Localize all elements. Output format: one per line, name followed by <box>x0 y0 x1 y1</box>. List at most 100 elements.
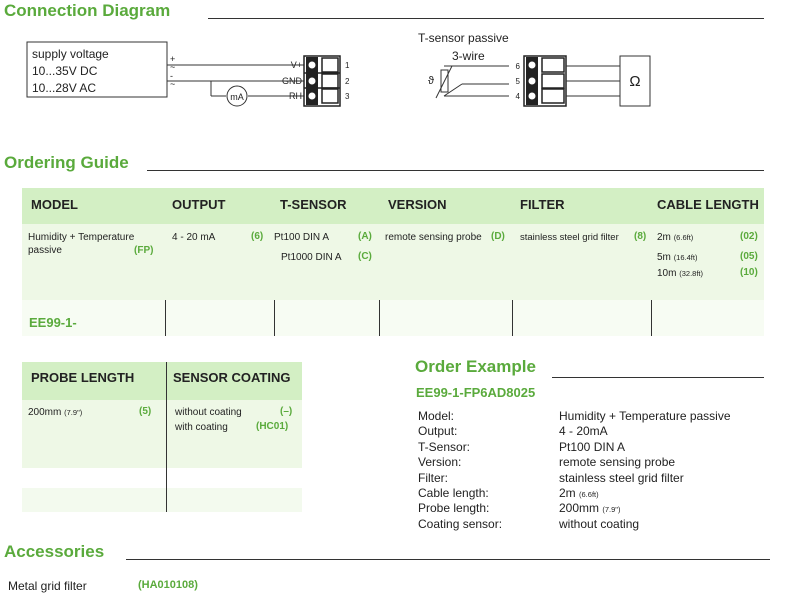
example-value: Pt100 DIN A <box>559 440 626 454</box>
ammeter-icon <box>226 85 248 107</box>
terminal-number: 1 <box>345 61 350 70</box>
tilde-sign: ~ <box>170 79 175 89</box>
ordering-code-band <box>22 300 764 336</box>
terminal-label: RH <box>289 91 302 101</box>
tsensor-code: (C) <box>358 251 372 262</box>
col-model: MODEL <box>31 197 78 212</box>
ordering-body-band <box>22 224 764 300</box>
cable-option: 10m (32.8ft) <box>657 268 703 279</box>
code-divider <box>165 300 166 336</box>
col-sensor-coating: SENSOR COATING <box>173 370 291 385</box>
connection-diagram: supply voltage 10...35V DC 10...28V AC +… <box>26 31 651 107</box>
title-rule <box>552 377 764 378</box>
probe-divider <box>166 362 167 512</box>
tsensor-option: Pt100 DIN A <box>274 232 330 243</box>
theta-symbol: ϑ <box>428 75 434 87</box>
accessory-item: Metal grid filter <box>8 579 87 593</box>
terminal-block-right <box>523 55 567 107</box>
code-divider <box>651 300 652 336</box>
terminal-number: 4 <box>516 92 521 101</box>
probe-header-band <box>22 362 302 400</box>
example-value: without coating <box>559 517 640 531</box>
accessories-title: Accessories <box>4 542 105 561</box>
code-divider <box>379 300 380 336</box>
col-cable: CABLE LENGTH <box>657 197 759 212</box>
minus-sign: - <box>170 71 173 81</box>
cable-code: (10) <box>740 267 758 278</box>
ordering-header-band <box>22 188 764 224</box>
coating-option: without coating <box>175 407 242 418</box>
cable-option: 2m (6.6ft) <box>657 232 694 243</box>
example-label: Output: <box>418 424 458 438</box>
col-version: VERSION <box>388 197 447 212</box>
version-value: remote sensing probe <box>385 232 482 243</box>
coating-code: (HC01) <box>256 421 289 432</box>
ordering-guide-title: Ordering Guide <box>4 153 129 172</box>
title-rule <box>126 559 770 560</box>
example-label: Version: <box>418 455 462 469</box>
example-label: Cable length: <box>418 486 489 500</box>
supply-line: supply voltage <box>32 47 109 61</box>
example-label: T-Sensor: <box>418 440 471 454</box>
terminal-number: 2 <box>345 77 350 86</box>
ohmmeter-box <box>619 55 651 107</box>
tsensor-title: T-sensor passive <box>418 31 509 45</box>
probe-length-code: (5) <box>139 406 152 417</box>
cable-code: (05) <box>740 251 758 262</box>
output-value: 4 - 20 mA <box>172 232 216 243</box>
example-value: 2m (6.6ft) <box>559 486 599 500</box>
resistor-arrow <box>435 65 453 99</box>
col-filter: FILTER <box>520 197 565 212</box>
col-output: OUTPUT <box>172 197 226 212</box>
code-divider <box>512 300 513 336</box>
terminal-block-left <box>303 55 341 107</box>
model-line: passive <box>28 245 62 256</box>
cable-option: 5m (16.4ft) <box>657 252 698 263</box>
connection-diagram-title: Connection Diagram <box>4 1 171 20</box>
example-label: Filter: <box>418 471 448 485</box>
example-value: stainless steel grid filter <box>559 471 684 485</box>
output-code: (6) <box>251 231 264 242</box>
example-label: Model: <box>418 409 455 423</box>
col-probe-length: PROBE LENGTH <box>31 370 135 385</box>
supply-line: 10...35V DC <box>32 64 98 78</box>
terminal-number: 6 <box>516 62 521 71</box>
example-value: 200mm (7.9") <box>559 501 621 515</box>
ohm-icon: Ω <box>629 73 640 90</box>
order-example-title: Order Example <box>415 357 536 376</box>
example-label: Coating sensor: <box>418 517 503 531</box>
example-label: Probe length: <box>418 501 490 515</box>
accessory-code: (HA010108) <box>138 579 198 591</box>
code-divider <box>274 300 275 336</box>
example-value: Humidity + Temperature passive <box>559 409 731 423</box>
terminal-number: 3 <box>345 92 350 101</box>
title-rule <box>208 18 764 19</box>
model-line: Humidity + Temperature <box>28 232 135 243</box>
probe-code-band <box>22 488 302 512</box>
tilde-sign: ~ <box>170 62 175 72</box>
filter-code: (8) <box>634 231 647 242</box>
order-prefix: EE99-1- <box>29 315 77 330</box>
filter-value: stainless steel grid filter <box>520 232 619 243</box>
coating-option: with coating <box>175 422 228 433</box>
example-value: 4 - 20mA <box>559 424 608 438</box>
tsensor-option: Pt1000 DIN A <box>281 252 342 263</box>
cable-code: (02) <box>740 231 758 242</box>
model-code: (FP) <box>134 245 154 256</box>
version-code: (D) <box>491 231 505 242</box>
probe-length-value: 200mm (7.9") <box>28 407 83 418</box>
terminal-number: 5 <box>516 77 521 86</box>
plus-sign: + <box>170 54 175 64</box>
tsensor-wire: 3-wire <box>452 49 485 63</box>
col-tsensor: T-SENSOR <box>280 197 347 212</box>
terminal-label: V+ <box>291 60 302 70</box>
tsensor-code: (A) <box>358 231 372 242</box>
probe-body-band <box>22 400 302 468</box>
meter-label: mA <box>230 92 244 102</box>
wire-5 <box>443 83 463 97</box>
title-rule <box>147 170 764 171</box>
order-example-code: EE99-1-FP6AD8025 <box>416 385 536 400</box>
example-value: remote sensing probe <box>559 455 676 469</box>
supply-box <box>26 41 168 98</box>
coating-code: (–) <box>280 406 293 417</box>
